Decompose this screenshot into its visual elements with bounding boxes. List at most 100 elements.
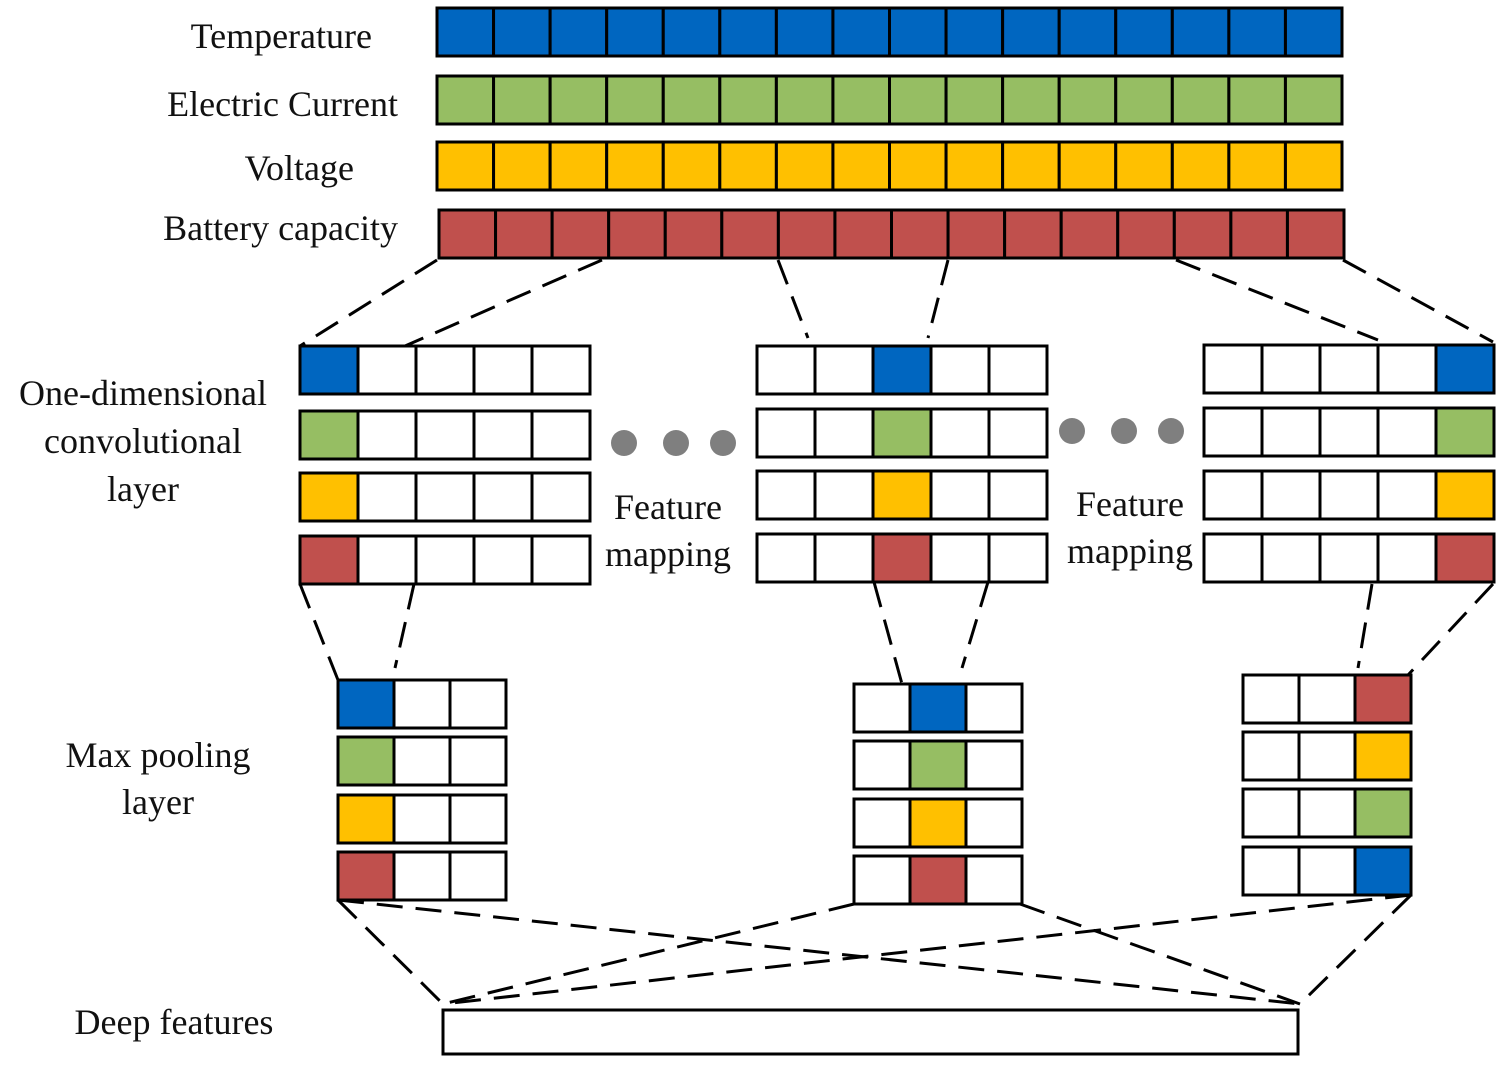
dashed-connector bbox=[1175, 258, 1379, 342]
cell bbox=[1227, 6, 1287, 58]
cell bbox=[1202, 469, 1264, 521]
feature-mapping-label-1-line1: Feature bbox=[614, 487, 722, 527]
ellipsis-dots bbox=[611, 418, 1184, 456]
cell bbox=[964, 854, 1024, 906]
conv-row-voltage bbox=[298, 471, 592, 523]
cell bbox=[605, 74, 665, 126]
cell bbox=[852, 797, 912, 849]
ellipsis-dot bbox=[663, 430, 689, 456]
cell bbox=[1353, 845, 1413, 897]
cell bbox=[356, 344, 418, 396]
cell bbox=[448, 735, 508, 787]
cell bbox=[1170, 74, 1231, 126]
cell bbox=[605, 140, 665, 192]
cell bbox=[1434, 532, 1496, 584]
dashed-connector bbox=[776, 259, 810, 339]
dashed-connector bbox=[1356, 583, 1374, 669]
conv-group-1 bbox=[298, 344, 592, 586]
pool-row-electric-current bbox=[852, 739, 1024, 791]
conv-row-battery-capacity bbox=[298, 534, 592, 586]
cell bbox=[1353, 730, 1413, 782]
input-label-temperature: Temperature bbox=[191, 16, 372, 56]
ellipsis-dot bbox=[1111, 418, 1137, 444]
cell bbox=[833, 208, 893, 260]
cell bbox=[492, 6, 552, 58]
pool-layer-label-line2: layer bbox=[122, 782, 194, 822]
cell bbox=[888, 6, 948, 58]
input-label-battery-capacity: Battery capacity bbox=[163, 208, 398, 248]
cell bbox=[774, 140, 835, 192]
dashed-connector bbox=[336, 898, 445, 1006]
cell bbox=[852, 682, 912, 734]
cell bbox=[1001, 6, 1061, 58]
pool-row-voltage bbox=[852, 797, 1024, 849]
input-row-voltage bbox=[435, 140, 1344, 192]
cell bbox=[831, 6, 891, 58]
cell bbox=[718, 140, 778, 192]
cell bbox=[336, 793, 396, 845]
cell bbox=[1202, 406, 1264, 458]
dashed-connector bbox=[1019, 902, 1301, 1006]
conv-row-temperature bbox=[755, 344, 1049, 396]
conv-layer-label-line2: convolutional bbox=[44, 421, 242, 461]
conv-row-temperature bbox=[1202, 343, 1496, 395]
input-row-battery-capacity bbox=[437, 208, 1346, 260]
dashed-connector bbox=[1342, 258, 1494, 344]
cell bbox=[1260, 532, 1322, 584]
input-row-electric-current bbox=[435, 74, 1344, 126]
cell bbox=[987, 469, 1049, 521]
convolutional-layer-groups bbox=[298, 343, 1496, 586]
cell bbox=[1001, 74, 1061, 126]
pool-row-temperature bbox=[852, 682, 1024, 734]
cell bbox=[929, 344, 991, 396]
cell bbox=[661, 6, 722, 58]
cell bbox=[964, 797, 1024, 849]
cell bbox=[448, 678, 508, 730]
cell bbox=[908, 854, 968, 906]
cell bbox=[605, 6, 665, 58]
cell bbox=[392, 793, 452, 845]
conv-row-voltage bbox=[755, 469, 1049, 521]
cell bbox=[414, 344, 476, 396]
cell bbox=[661, 140, 722, 192]
feature-mapping-label-2-line1: Feature bbox=[1076, 484, 1184, 524]
cell bbox=[298, 534, 360, 586]
conv-row-battery-capacity bbox=[1202, 532, 1496, 584]
cell bbox=[1057, 140, 1118, 192]
cell bbox=[494, 208, 554, 260]
cell bbox=[1318, 406, 1380, 458]
cell bbox=[1318, 343, 1380, 395]
cell bbox=[548, 6, 609, 58]
cell bbox=[831, 74, 891, 126]
cell bbox=[336, 735, 396, 787]
cell bbox=[392, 678, 452, 730]
cell bbox=[472, 534, 534, 586]
dashed-connector bbox=[393, 583, 416, 669]
cell bbox=[1283, 6, 1344, 58]
dashed-connector bbox=[442, 893, 1412, 1006]
cell bbox=[414, 534, 476, 586]
cell bbox=[1114, 74, 1174, 126]
cell bbox=[1376, 406, 1438, 458]
input-sequence bbox=[435, 6, 1346, 260]
cell bbox=[888, 74, 948, 126]
cell bbox=[548, 140, 609, 192]
pool-row-electric-current bbox=[1241, 787, 1413, 839]
cell bbox=[530, 409, 592, 461]
cell bbox=[1170, 140, 1231, 192]
feature-mapping-label-2-line2: mapping bbox=[1067, 531, 1193, 571]
cell bbox=[663, 208, 724, 260]
cell bbox=[755, 469, 817, 521]
dashed-connector bbox=[1298, 893, 1413, 1006]
dashed-connector bbox=[872, 581, 904, 685]
cell bbox=[755, 407, 817, 459]
cell bbox=[472, 344, 534, 396]
cell bbox=[987, 344, 1049, 396]
cell bbox=[530, 471, 592, 523]
pool-row-voltage bbox=[1241, 730, 1413, 782]
cell bbox=[1241, 730, 1301, 782]
pool-layer-label-line1: Max pooling bbox=[66, 735, 251, 775]
cell bbox=[1260, 469, 1322, 521]
dashed-connector bbox=[299, 258, 438, 348]
